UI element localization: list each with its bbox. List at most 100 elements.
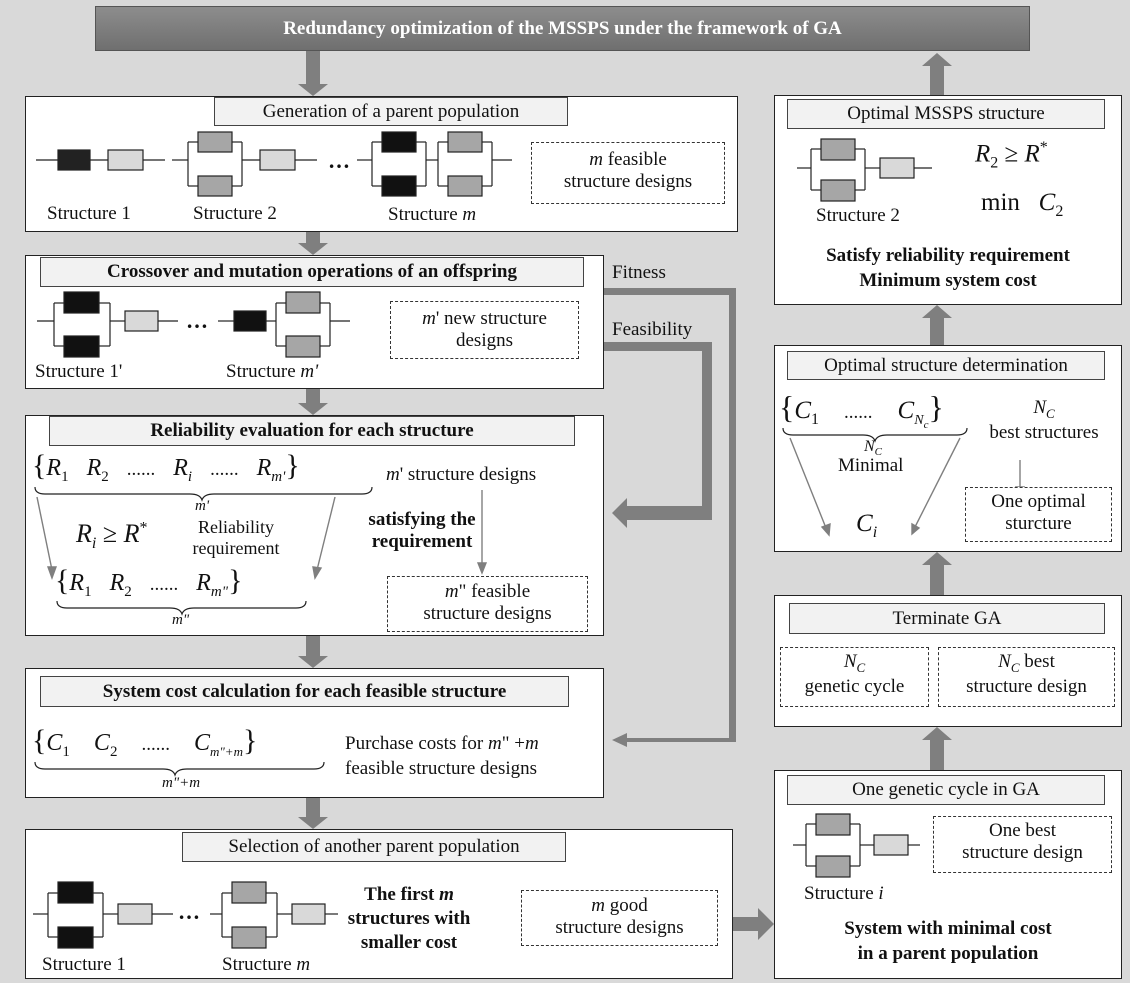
arrow-reliability-to-cost [298,636,328,668]
gen-structure-2-label: Structure 2 [193,203,277,224]
sel-s1-block-b [57,926,94,949]
optimal-structure-label: Structure 2 [816,205,900,226]
rel-condition: Ri ≥ R* [76,519,148,553]
rel-set-2: {R1 R2 ...... Rm"} [55,564,243,600]
gen-s2-block-c [259,149,296,171]
arrow-cycle-to-terminate [922,727,952,770]
arrow-crossover-to-reliability [298,389,328,415]
cross-s1-block-a [63,291,100,314]
det-brace-label: NC [864,438,883,459]
sel-s1-block-c [117,903,153,925]
gen-s1-block-b [107,149,144,171]
det-minimal: Minimal [838,455,904,476]
sel-ellipsis: … [178,899,200,924]
fitness-label: Fitness [612,262,666,283]
generation-header: Generation of a parent population [214,97,568,126]
cycle-block-a [815,813,851,836]
cross-s1-block-b [63,335,100,358]
cost-brace-label: m"+m [162,775,201,791]
cost-header: System cost calculation for each feasibl… [40,676,569,707]
rel-brace-2-label: m" [172,612,190,628]
gen-structure-m-label: Structure m [388,204,477,225]
determination-header: Optimal structure determination [787,351,1105,380]
cost-set: {C1 C2 ...... Cm"+m} [32,724,258,760]
gen-sm-block-a [381,131,417,153]
terminate-header: Terminate GA [789,603,1105,634]
arrow-cost-to-selection [298,798,328,829]
rel-set-1: {R1 R2 ...... Ri ...... Rm'} [32,449,300,485]
gen-s2-block-a [197,131,233,153]
cycle-structure-label: Structure i [804,883,884,904]
sel-s1-block-a [57,881,94,904]
det-ci: Ci [856,510,878,541]
cross-sm-block-a [233,310,267,332]
feasibility-label: Feasibility [612,319,693,340]
arrow-determination-to-optimal [922,305,952,345]
sel-structure-m-label: Structure m [222,954,311,975]
rel-brace-1 [34,486,373,502]
cross-structure-1-label: Structure 1' [35,361,123,382]
optimal-eq-2: min C2 [981,189,1064,220]
gen-ellipsis: … [328,148,350,173]
sel-sm-block-c [291,903,326,925]
cross-structure-m-label: Structure m' [226,361,319,382]
sel-sm-block-b [231,926,267,949]
reliability-header: Reliability evaluation for each structur… [49,416,575,446]
cycle-header: One genetic cycle in GA [787,775,1105,805]
opt-block-b [820,179,856,202]
optimal-eq-1: R2 ≥ R* [975,139,1048,172]
gen-s1-block-a [57,149,91,171]
cycle-block-c [873,834,909,856]
arrow-selection-to-cycle [733,908,774,940]
selection-header: Selection of another parent population [182,832,566,862]
title-bar: Redundancy optimization of the MSSPS und… [95,6,1030,51]
rel-brace-2 [56,600,307,616]
arrow-generation-to-crossover [298,232,328,255]
cross-sm-block-b [285,291,321,314]
gen-s2-block-b [197,175,233,197]
crossover-header: Crossover and mutation operations of an … [40,257,584,287]
gen-structure-1-label: Structure 1 [47,203,131,224]
cycle-block-b [815,855,851,878]
feasibility-loop-arrow [603,342,712,528]
optimal-header: Optimal MSSPS structure [787,99,1105,129]
sel-structure-1-label: Structure 1 [42,954,126,975]
arrow-optimal-to-title [922,53,952,95]
rel-brace-1-label: m' [195,498,210,514]
cross-s1-block-c [124,310,159,332]
rel-right-text: m' structure designs [386,464,537,485]
gen-sm-block-c [447,131,483,153]
gen-sm-block-b [381,175,417,197]
arrow-terminate-to-determination [922,552,952,595]
opt-block-a [820,138,856,161]
opt-block-c [879,157,915,179]
cross-ellipsis: … [186,308,208,333]
sel-sm-block-a [231,881,267,904]
arrow-title-to-generation [298,51,328,96]
det-set: {C1 ...... CNc} [779,389,944,431]
cross-sm-block-c [285,335,321,358]
